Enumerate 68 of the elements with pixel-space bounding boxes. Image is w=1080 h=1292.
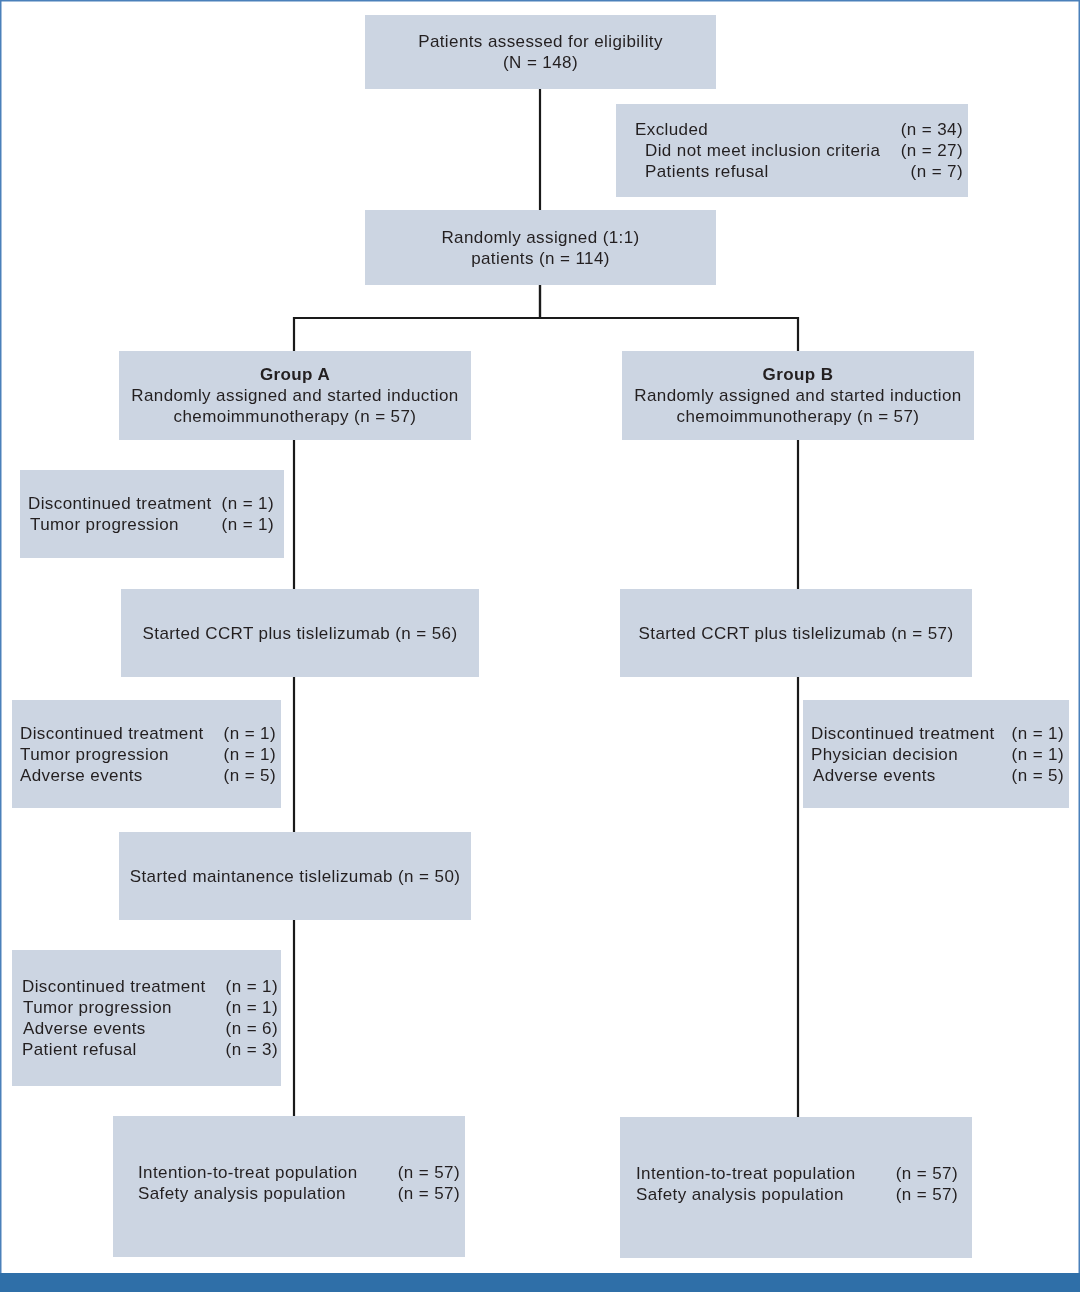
- connector-line: [796, 677, 800, 1117]
- process-box: [113, 1116, 465, 1257]
- population-label: Intention-to-treat population: [636, 1162, 856, 1184]
- process-box: [365, 15, 716, 89]
- process-box: [119, 351, 471, 440]
- reason-label: Tumor progression: [30, 514, 179, 535]
- group-heading: Group B: [762, 364, 834, 385]
- reason-label: Adverse events: [20, 764, 143, 786]
- count-label: (n = 6): [225, 1018, 278, 1039]
- dropout-box: [20, 470, 284, 558]
- count-label: (n = 3): [225, 1039, 278, 1060]
- population-label: Safety analysis population: [636, 1183, 844, 1205]
- reason-label: Discontinued treatment: [28, 493, 212, 514]
- box-text: Randomly assigned and started induction chemoimmunotherapy (n = 57): [633, 385, 963, 427]
- count-label: (n = 1): [1011, 743, 1064, 765]
- process-box: [121, 589, 479, 677]
- count-label: (n = 1): [221, 514, 274, 535]
- connector-line: [538, 285, 800, 351]
- group-heading: Group A: [259, 364, 331, 385]
- count-label: (n = 1): [225, 976, 278, 997]
- reason-label: Discontinued treatment: [811, 722, 995, 744]
- connector-line: [538, 89, 542, 210]
- box-text: Started CCRT plus tislelizumab (n = 56): [142, 622, 458, 644]
- count-label: (n = 57): [895, 1162, 958, 1184]
- count-label: (n = 1): [223, 743, 276, 765]
- reason-label: Excluded: [635, 119, 709, 140]
- box-text: Started CCRT plus tislelizumab (n = 57): [638, 622, 954, 644]
- reason-label: Patients refusal: [645, 161, 769, 182]
- count-label: (n = 57): [397, 1161, 460, 1183]
- count-label: (n = 1): [221, 493, 274, 514]
- reason-label: Patient refusal: [22, 1039, 137, 1060]
- process-box: [622, 351, 974, 440]
- box-text: Started maintanence tislelizumab (n = 50): [129, 865, 461, 887]
- reason-label: Did not meet inclusion criteria: [645, 140, 881, 161]
- connector-line: [796, 440, 800, 589]
- reason-label: Adverse events: [813, 764, 936, 786]
- count-label: (n = 5): [1011, 764, 1064, 786]
- population-label: Safety analysis population: [138, 1182, 346, 1204]
- connector-line: [292, 440, 296, 589]
- reason-label: Tumor progression: [20, 743, 169, 765]
- dropout-box: [803, 700, 1069, 808]
- dropout-box: [12, 700, 281, 808]
- connector-line: [292, 677, 296, 832]
- count-label: (n = 57): [895, 1183, 958, 1205]
- reason-label: Tumor progression: [23, 997, 172, 1018]
- count-label: (n = 27): [900, 140, 963, 161]
- process-box: [119, 832, 471, 920]
- count-label: (n = 57): [397, 1182, 460, 1204]
- process-box: [620, 589, 972, 677]
- box-text: Randomly assigned and started induction chemoimmunotherapy (n = 57): [130, 385, 460, 427]
- connector-line: [292, 920, 296, 1116]
- population-label: Intention-to-treat population: [138, 1161, 358, 1183]
- count-label: (n = 1): [225, 997, 278, 1018]
- reason-label: Discontinued treatment: [22, 976, 206, 997]
- count-label: (n = 5): [223, 764, 276, 786]
- count-label: (n = 1): [223, 722, 276, 744]
- process-box: [365, 210, 716, 285]
- count-label: (n = 7): [910, 161, 963, 182]
- count-label: (n = 1): [1011, 722, 1064, 744]
- reason-label: Physician decision: [811, 743, 959, 765]
- process-box: [620, 1117, 972, 1258]
- exclusion-box: [616, 104, 968, 197]
- reason-label: Discontinued treatment: [20, 722, 204, 744]
- reason-label: Adverse events: [23, 1018, 146, 1039]
- box-text: Randomly assigned (1:1) patients (n = 114): [440, 226, 641, 269]
- dropout-box: [12, 950, 281, 1086]
- box-text: Patients assessed for eligibility (N = 148): [417, 31, 664, 73]
- count-label: (n = 34): [900, 119, 963, 140]
